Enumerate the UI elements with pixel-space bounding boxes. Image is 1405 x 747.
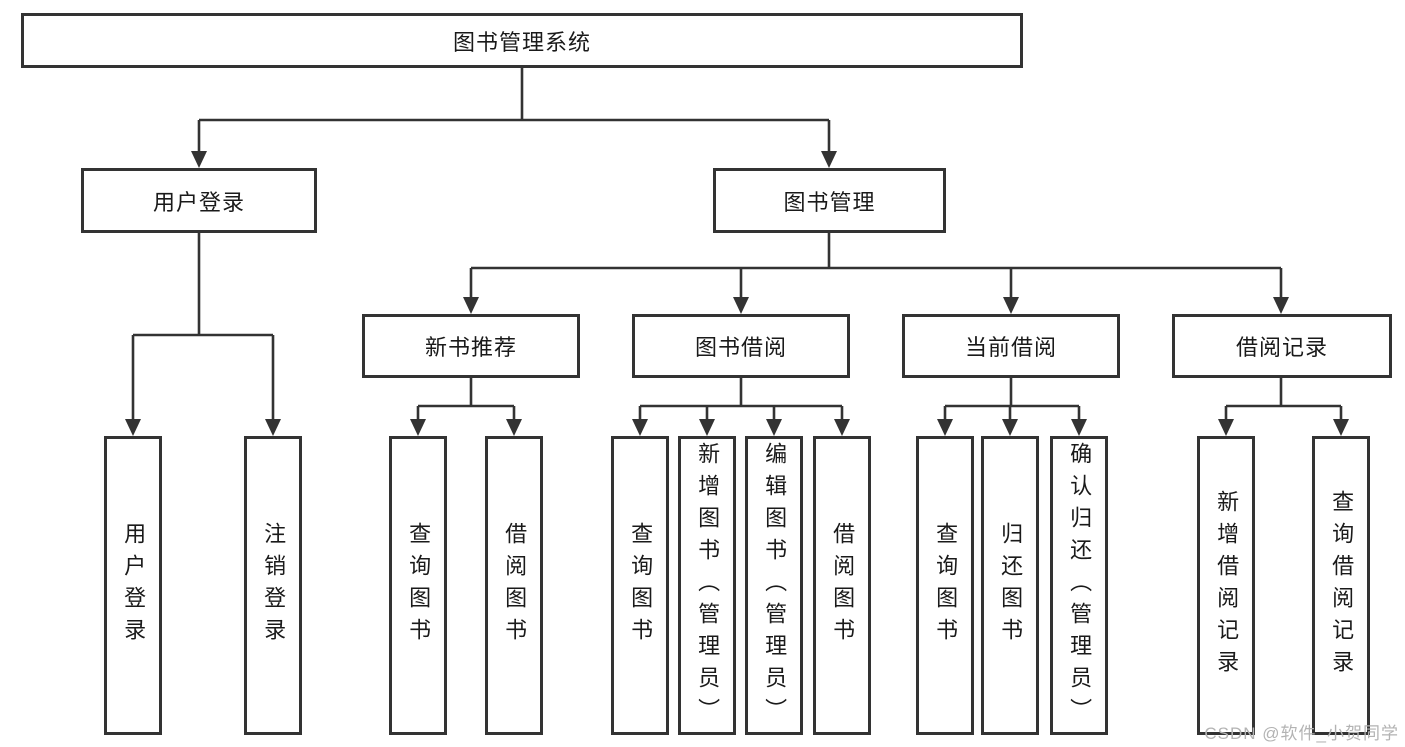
arrowhead-icons — [125, 151, 1349, 436]
leaf-confirm-return-admin: 确认归还（管理员） — [1050, 436, 1108, 735]
node-root-system: 图书管理系统 — [21, 13, 1023, 68]
node-user-login: 用户登录 — [81, 168, 317, 233]
node-label: 用户登录 — [152, 189, 245, 215]
node-label: 图书管理 — [783, 189, 876, 215]
node-label: 新增图书（管理员） — [695, 441, 721, 730]
node-label: 借阅图书 — [830, 521, 856, 650]
node-label: 新增借阅记录 — [1214, 489, 1240, 682]
leaf-return-books: 归还图书 — [981, 436, 1039, 735]
leaf-add-books-admin: 新增图书（管理员） — [678, 436, 736, 735]
leaf-borrow-books: 借阅图书 — [813, 436, 871, 735]
node-label: 用户登录 — [121, 521, 147, 650]
node-label: 图书借阅 — [694, 335, 787, 360]
leaf-query-books-borrow: 查询图书 — [611, 436, 669, 735]
watermark-text: CSDN @软件_小贺同学 — [1204, 724, 1399, 743]
leaf-query-books-recommend: 查询图书 — [389, 436, 447, 735]
leaf-user-login: 用户登录 — [104, 436, 162, 735]
leaf-add-borrow-record: 新增借阅记录 — [1197, 436, 1255, 735]
node-label: 查询图书 — [628, 521, 654, 650]
leaf-query-books-current: 查询图书 — [916, 436, 974, 735]
node-label: 图书管理系统 — [452, 29, 591, 55]
leaf-borrow-books-recommend: 借阅图书 — [485, 436, 543, 735]
node-label: 新书推荐 — [424, 335, 517, 360]
leaf-query-borrow-record: 查询借阅记录 — [1312, 436, 1370, 735]
node-book-borrow: 图书借阅 — [632, 314, 850, 378]
node-borrow-records: 借阅记录 — [1172, 314, 1392, 378]
node-label: 查询图书 — [406, 521, 432, 650]
node-label: 查询借阅记录 — [1329, 489, 1355, 682]
node-label: 借阅记录 — [1235, 335, 1328, 360]
node-label: 编辑图书（管理员） — [762, 441, 788, 730]
node-label: 借阅图书 — [502, 521, 528, 650]
node-label: 确认归还（管理员） — [1067, 441, 1093, 730]
leaf-logout-login: 注销登录 — [244, 436, 302, 735]
leaf-edit-books-admin: 编辑图书（管理员） — [745, 436, 803, 735]
node-label: 注销登录 — [261, 521, 287, 650]
node-label: 归还图书 — [998, 521, 1024, 650]
node-new-book-recommend: 新书推荐 — [362, 314, 580, 378]
node-current-borrow: 当前借阅 — [902, 314, 1120, 378]
node-label: 当前借阅 — [964, 335, 1057, 360]
node-label: 查询图书 — [933, 521, 959, 650]
node-book-management: 图书管理 — [713, 168, 946, 233]
